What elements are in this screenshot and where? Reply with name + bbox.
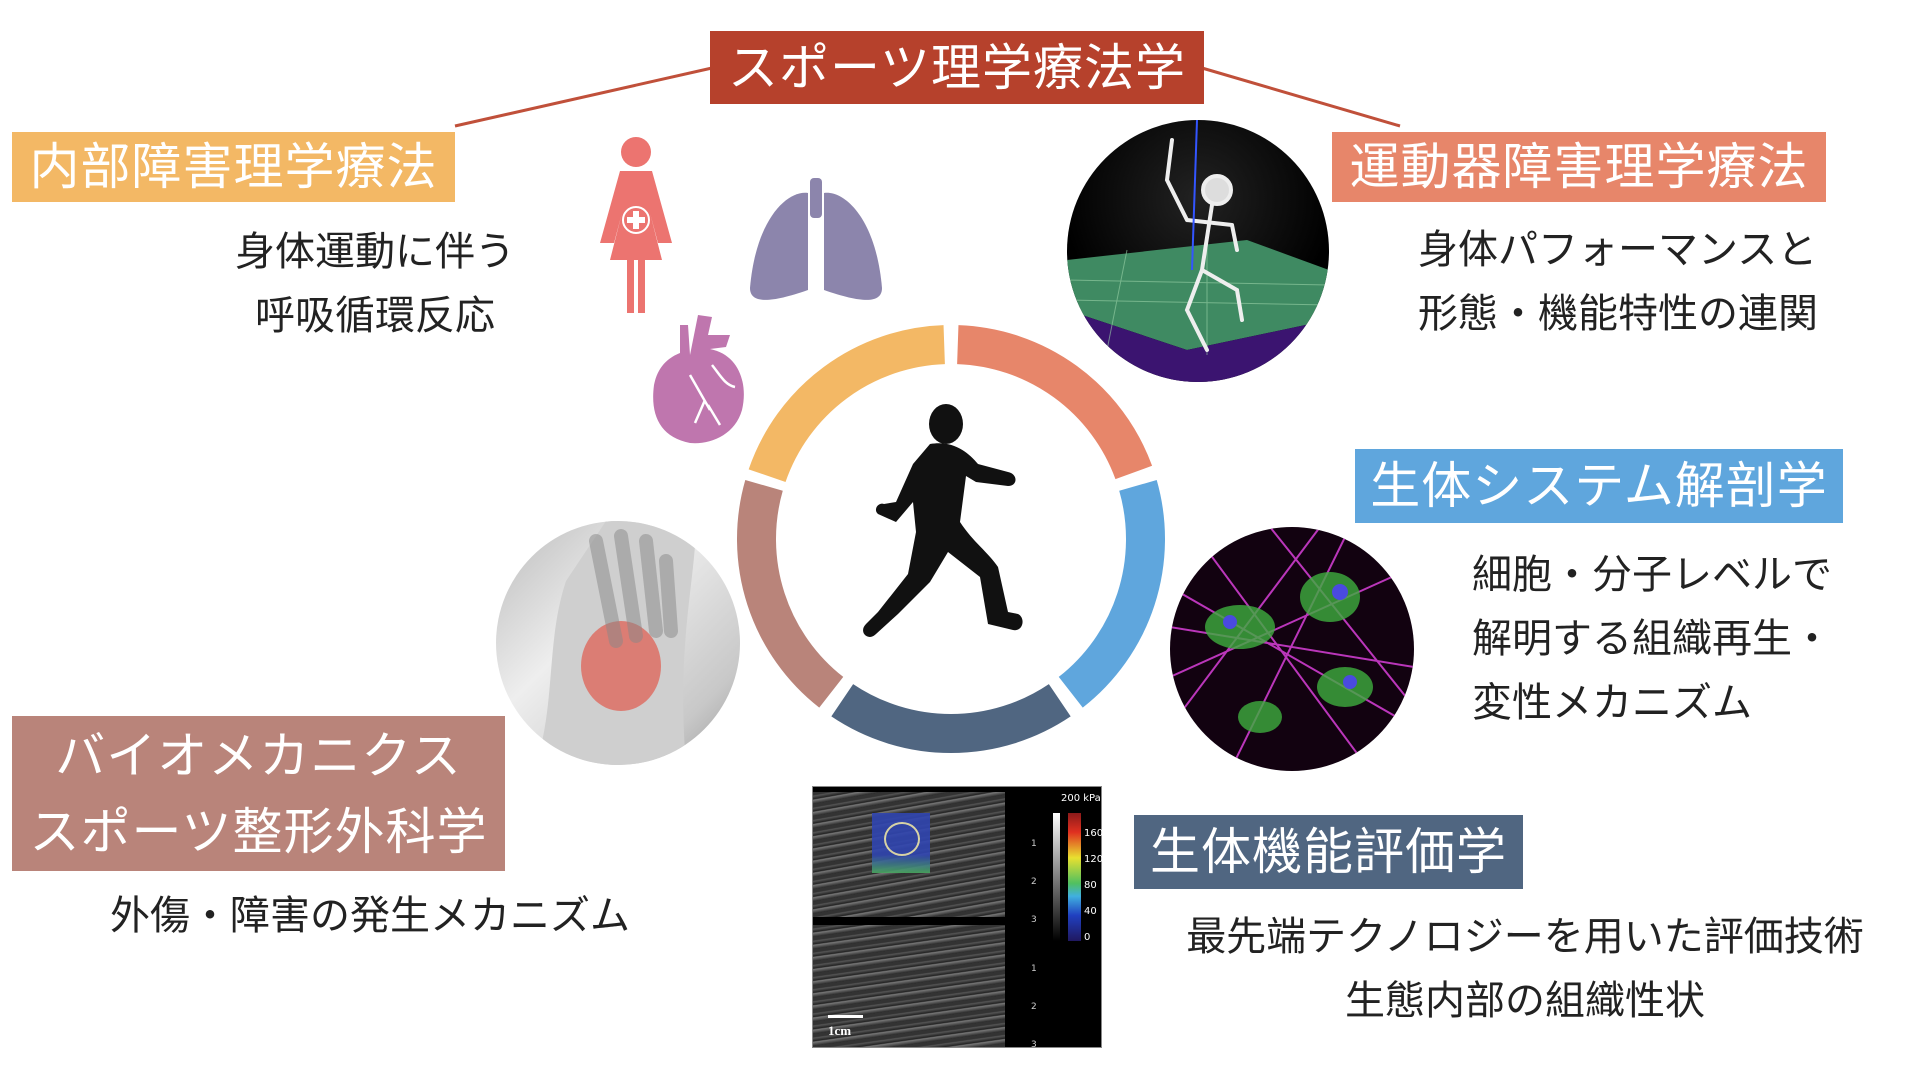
title-box: スポーツ理学療法学 xyxy=(710,31,1204,104)
scale-bar-label: 1cm xyxy=(828,1023,852,1038)
roi-circle xyxy=(884,822,920,856)
elasticity-roi xyxy=(872,813,930,873)
biomechanics-label-box: バイオメカニクス スポーツ整形外科学 xyxy=(12,716,505,871)
desc-line: 生態内部の組織性状 xyxy=(1345,978,1705,1024)
depth-ticks-bottom: 1 2 3 xyxy=(1031,950,1037,1064)
lungs-icon xyxy=(750,178,882,300)
biomechanics-label-line: スポーツ整形外科学 xyxy=(29,802,488,861)
scale-bar-line xyxy=(828,1015,863,1018)
scale-ticks: 160 120 80 40 0 xyxy=(1084,821,1103,951)
ultrasound-elastography-image: 200 kPa 160 120 80 40 0 1 2 3 1 2 3 1cm xyxy=(812,786,1103,1050)
tick: 120 xyxy=(1084,854,1104,865)
internal-label-box: 内部障害理学療法 xyxy=(12,132,455,202)
anatomy-desc: 細胞・分子レベルで 解明する組織再生・ 変性メカニズム xyxy=(1472,543,1832,735)
tick: 1 xyxy=(1031,964,1037,974)
grayscale-bar xyxy=(1053,813,1060,941)
desc-line: 身体パフォーマンスと xyxy=(1418,227,1818,273)
ring-segment-evaluation xyxy=(831,683,1071,753)
desc-line: 細胞・分子レベルで xyxy=(1472,552,1832,598)
tick: 2 xyxy=(1031,1002,1037,1012)
internal-label: 内部障害理学療法 xyxy=(29,138,438,196)
anatomy-label-box: 生体システム解剖学 xyxy=(1355,449,1843,523)
tick: 0 xyxy=(1084,932,1091,943)
musculoskeletal-desc: 身体パフォーマンスと 形態・機能特性の連関 xyxy=(1418,218,1818,346)
tick: 80 xyxy=(1084,880,1097,891)
tick: 40 xyxy=(1084,906,1097,917)
tick: 1 xyxy=(1031,839,1037,849)
tick: 3 xyxy=(1031,915,1037,925)
evaluation-label-box: 生体機能評価学 xyxy=(1134,815,1523,889)
desc-line: 外傷・障害の発生メカニズム xyxy=(110,893,630,939)
depth-ticks-top: 1 2 3 xyxy=(1031,825,1037,939)
ring-segment-musculoskeletal xyxy=(956,325,1153,480)
knee-injury-image xyxy=(496,521,740,765)
ultrasound-bottom-panel xyxy=(813,925,1005,1047)
desc-line: 変性メカニズム xyxy=(1472,680,1752,726)
anatomy-label: 生体システム解剖学 xyxy=(1370,457,1828,515)
colorbar xyxy=(1068,813,1081,941)
biomechanics-label-line: バイオメカニクス xyxy=(55,726,462,785)
desc-line: 身体運動に伴う xyxy=(235,229,515,275)
scale-unit: 200 kPa xyxy=(1061,793,1101,804)
ring-segment-anatomy xyxy=(1058,480,1165,708)
skeleton-motion-capture-image xyxy=(1067,120,1329,382)
biomechanics-desc: 外傷・障害の発生メカニズム xyxy=(110,884,630,948)
evaluation-label: 生体機能評価学 xyxy=(1150,823,1507,881)
cell-microscopy-image xyxy=(1170,527,1414,771)
female-patient-icon xyxy=(600,137,672,313)
desc-line: 形態・機能特性の連関 xyxy=(1418,291,1818,337)
evaluation-desc: 最先端テクノロジーを用いた評価技術 生態内部の組織性状 xyxy=(1130,905,1920,1033)
tick: 3 xyxy=(1031,1040,1037,1050)
desc-line: 解明する組織再生・ xyxy=(1472,616,1832,662)
musculoskeletal-label: 運動器障害理学療法 xyxy=(1349,138,1809,196)
heart-organ-icon xyxy=(653,315,744,444)
desc-line: 最先端テクノロジーを用いた評価技術 xyxy=(1186,914,1864,960)
tick: 160 xyxy=(1084,828,1104,839)
desc-line: 呼吸循環反応 xyxy=(255,293,495,339)
title-text: スポーツ理学療法学 xyxy=(728,38,1186,97)
tick: 2 xyxy=(1031,877,1037,887)
ring-segment-biomechanics xyxy=(737,480,844,708)
musculoskeletal-label-box: 運動器障害理学療法 xyxy=(1332,132,1826,202)
ring-segment-internal xyxy=(748,325,946,483)
runner-silhouette-icon xyxy=(863,404,1023,637)
internal-desc: 身体運動に伴う 呼吸循環反応 xyxy=(200,220,550,348)
